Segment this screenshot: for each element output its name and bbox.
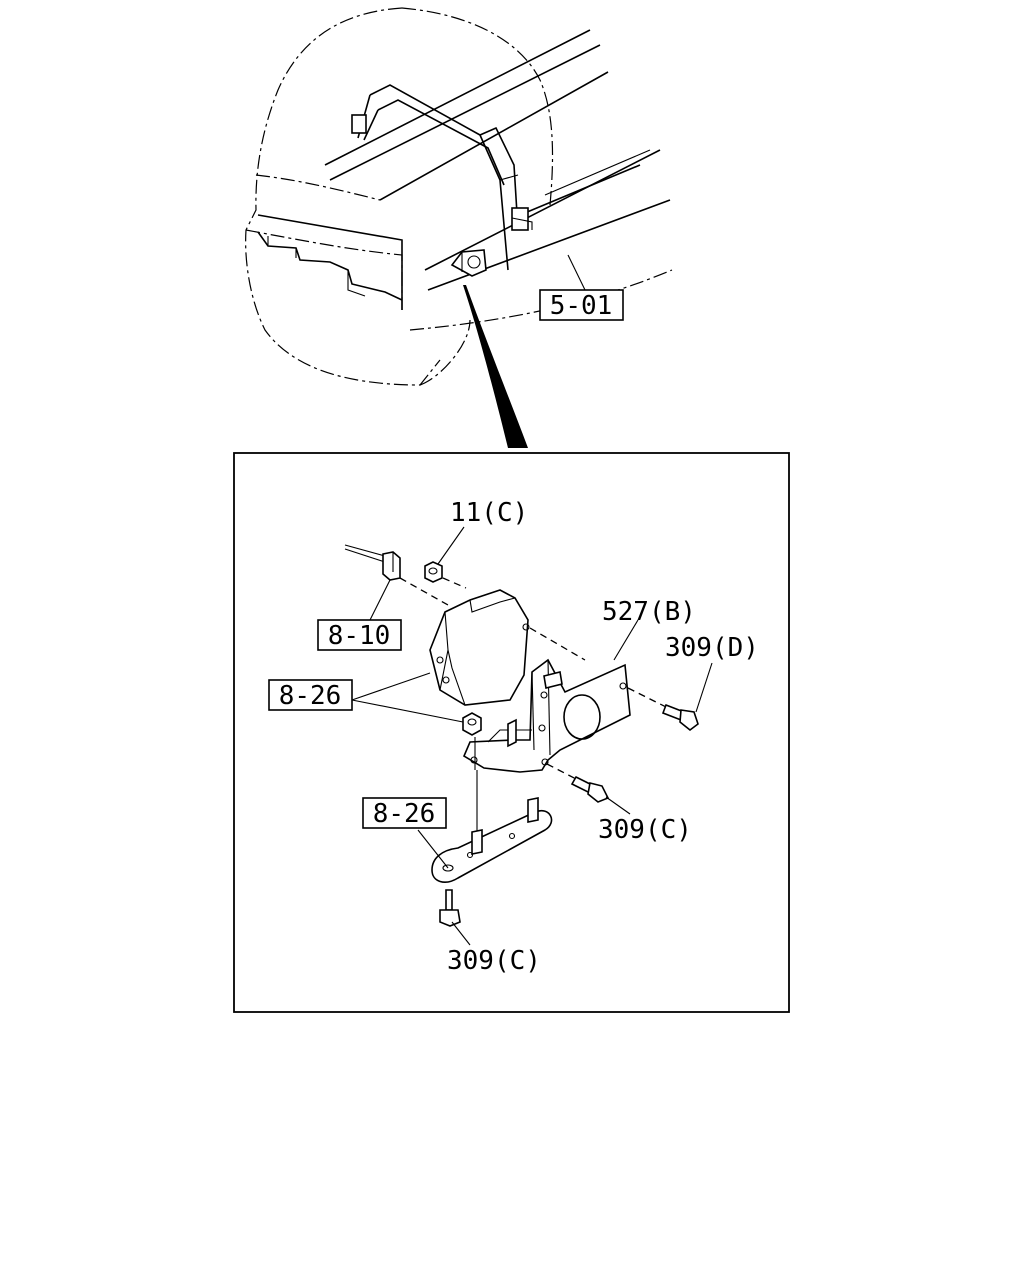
callout-8-26-upper[interactable]: 8-26 bbox=[268, 679, 353, 711]
detail-frame bbox=[233, 452, 790, 1013]
callout-8-26-upper-text: 8-26 bbox=[279, 681, 342, 711]
callout-5-01-text: 5-01 bbox=[550, 291, 613, 321]
callout-8-26-lower-text: 8-26 bbox=[373, 799, 436, 829]
leader-lines bbox=[351, 526, 713, 946]
sensor-assembly-detail bbox=[344, 544, 699, 927]
callout-8-26-lower[interactable]: 8-26 bbox=[362, 797, 447, 829]
callout-5-01[interactable]: 5-01 bbox=[539, 289, 624, 321]
label-309c-bottom: 309(C) bbox=[447, 946, 541, 976]
callout-8-10[interactable]: 8-10 bbox=[317, 619, 402, 651]
detail-pointer bbox=[463, 285, 528, 448]
label-527b: 527(B) bbox=[602, 597, 696, 627]
label-11c: 11(C) bbox=[450, 498, 528, 528]
vehicle-cab-overview bbox=[245, 7, 673, 386]
label-309d: 309(D) bbox=[665, 633, 759, 663]
callout-8-10-text: 8-10 bbox=[328, 621, 391, 651]
label-309c-right: 309(C) bbox=[598, 815, 692, 845]
